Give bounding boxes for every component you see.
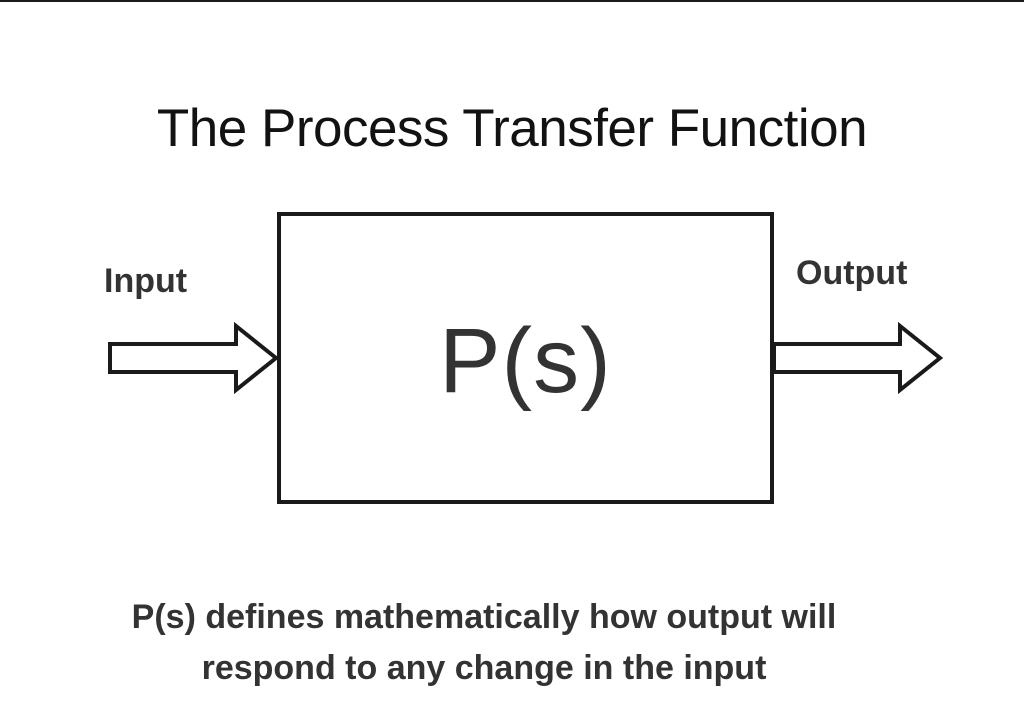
process-transfer-box: P(s) <box>277 212 774 504</box>
output-label: Output <box>796 254 908 292</box>
page-title: The Process Transfer Function <box>156 98 868 158</box>
input-label: Input <box>104 262 188 300</box>
slide-top-edge-line <box>0 0 1024 2</box>
caption-text: P(s) defines mathematically how output w… <box>0 592 968 694</box>
output-arrow-icon <box>772 322 944 394</box>
caption-line-1: P(s) defines mathematically how output w… <box>131 598 837 636</box>
input-arrow-icon <box>108 322 280 394</box>
transfer-function-label: P(s) <box>439 309 612 412</box>
caption-line-2: respond to any change in the input <box>201 649 767 687</box>
